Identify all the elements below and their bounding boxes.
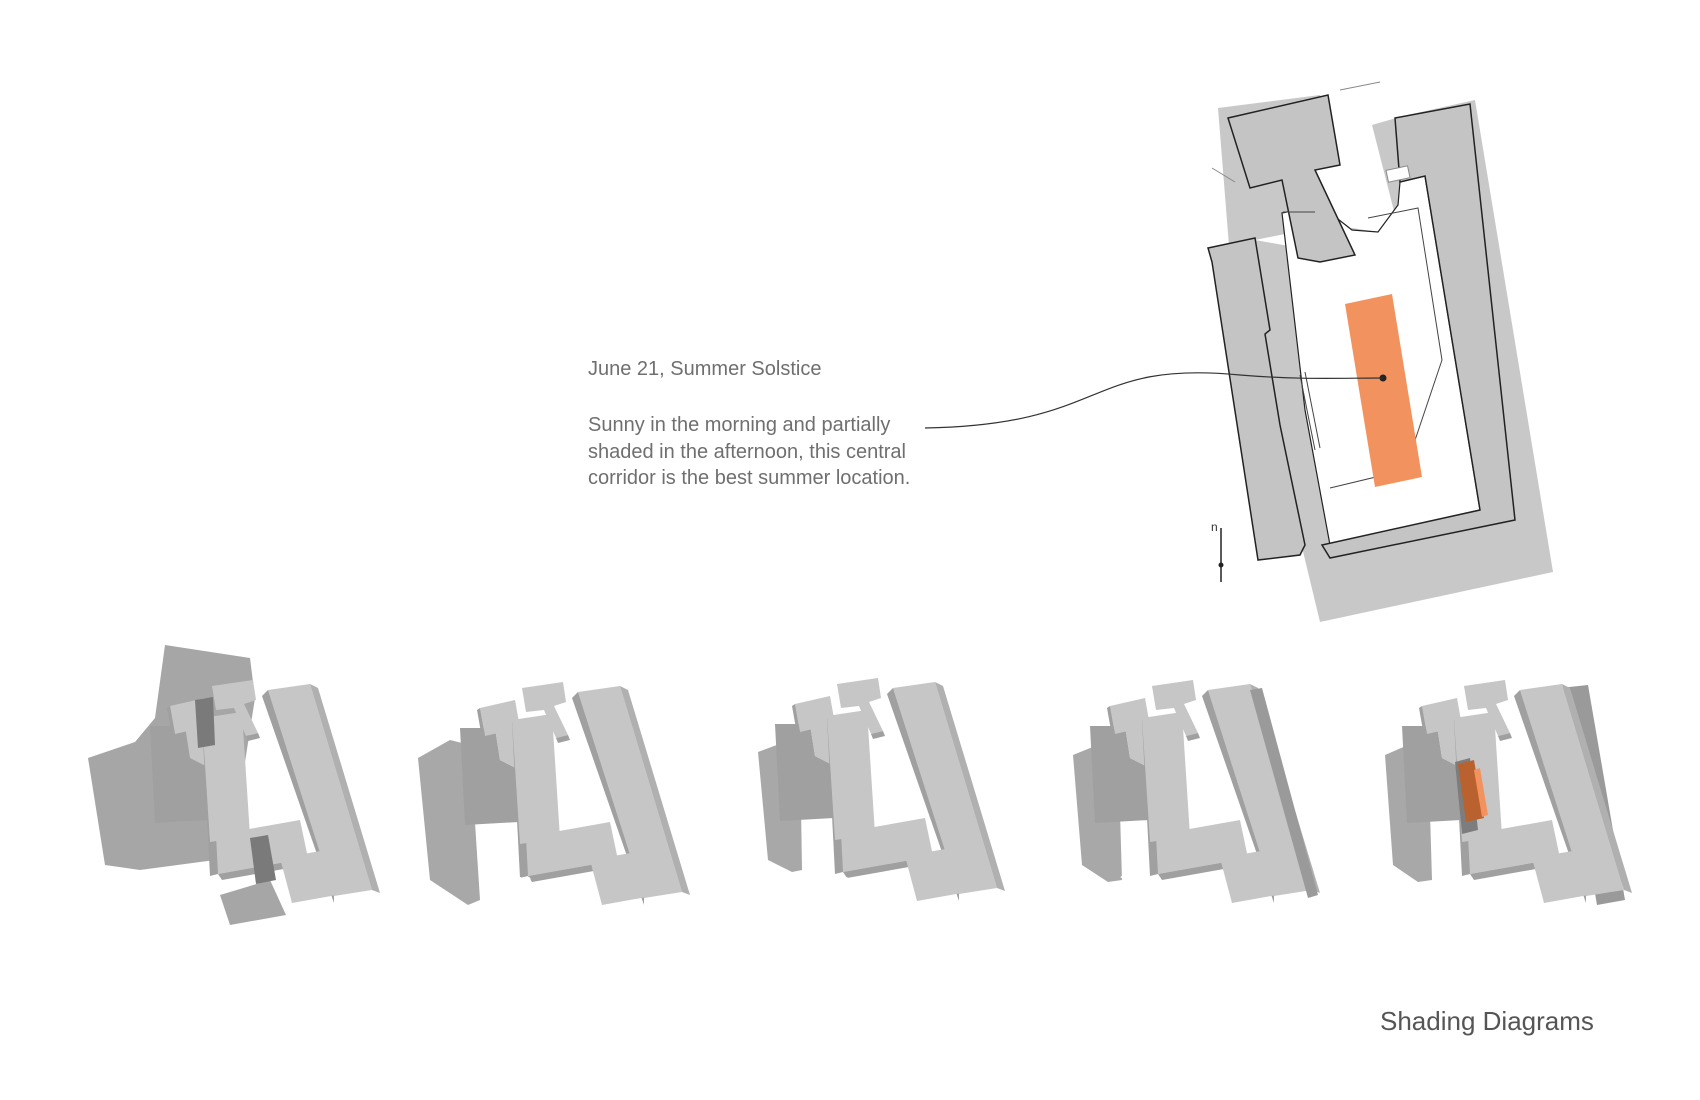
plan-west-wall	[1207, 237, 1306, 561]
model-dark-shadow	[250, 835, 276, 884]
model-massing	[1402, 680, 1632, 903]
caption-line: Sunny in the morning and partially	[588, 414, 891, 436]
model-massing	[775, 678, 1005, 901]
time-label-8am: 8 am	[177, 872, 212, 889]
model-dark-shadow	[195, 697, 215, 748]
time-label-12pm: 12 pm	[806, 872, 850, 889]
caption-line: corridor is the best summer location.	[588, 467, 911, 489]
model-shadow	[220, 880, 286, 925]
plan-central-corridor-highlight	[1345, 294, 1422, 487]
model-side-shadow	[1250, 688, 1318, 898]
model-corridor-highlight-lit	[1474, 768, 1488, 817]
callout-leader-line	[924, 372, 1384, 429]
plan-north-building	[1227, 94, 1357, 263]
time-label-10am: 10 am	[489, 872, 532, 889]
plan-entry-line	[1211, 167, 1236, 183]
plan-east-wall	[1320, 103, 1516, 559]
plan-interior-line	[1299, 374, 1316, 451]
north-arrow-icon	[1218, 528, 1224, 582]
shading-model-12pm	[758, 678, 1005, 901]
time-label-2pm: 2 pm	[1120, 872, 1156, 889]
plan-entry-line	[1339, 81, 1381, 91]
shading-model-10am	[418, 682, 690, 905]
north-label: n	[1211, 520, 1218, 534]
plan-interior-line	[1304, 371, 1321, 449]
shading-model-4pm	[1385, 680, 1632, 905]
shading-model-2pm	[1073, 680, 1320, 903]
model-corridor-highlight	[1458, 760, 1484, 822]
caption-date: June 21, Summer Solstice	[588, 358, 822, 380]
caption-line: shaded in the afternoon, this central	[588, 440, 906, 463]
plan-small-box	[1385, 165, 1411, 183]
footer-title: Shading Diagrams	[1380, 1006, 1594, 1036]
site-plan	[1207, 81, 1553, 622]
shading-model-8am	[88, 645, 380, 925]
caption-body: Sunny in the morning and partially shade…	[588, 412, 910, 492]
time-label-4pm: 4 pm	[1432, 872, 1468, 889]
